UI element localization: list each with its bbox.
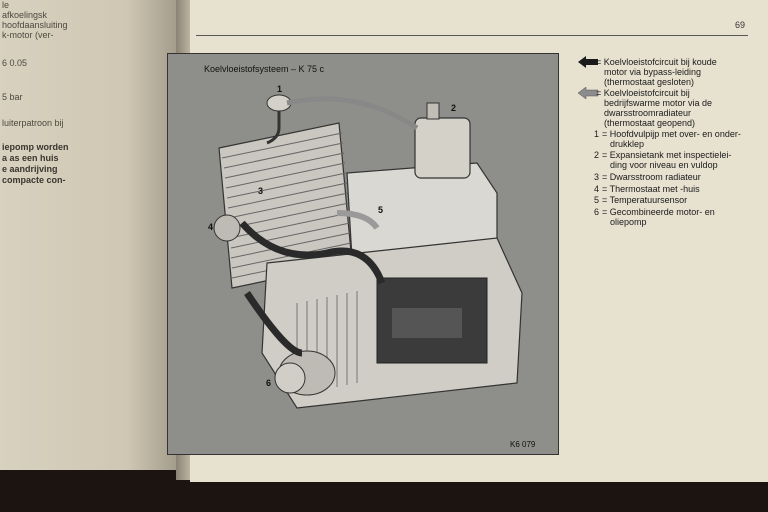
left-text-fragment: luiterpatroon bij (2, 118, 64, 128)
legend-line: = Koelvloeistofcircuit bij (596, 88, 690, 98)
pump-illustration (274, 362, 306, 394)
legend-line: (thermostaat geopend) (604, 118, 696, 128)
left-text-fragment: 5 bar (2, 92, 23, 102)
legend-line: ding voor niveau en vuldop (610, 160, 718, 170)
legend-line: = Dwarsstroom radiateur (602, 172, 701, 182)
left-text-fragment: a as een huis (2, 153, 59, 163)
legend-item-3: = Dwarsstroom radiateur (602, 172, 701, 182)
callout-5: 5 (378, 205, 384, 215)
page-number: 69 (735, 20, 746, 30)
legend-number: 5 (594, 195, 600, 205)
left-page: le afkoelingsk hoofdaansluiting k-motor … (0, 0, 182, 470)
legend-line: motor via bypass-leiding (604, 67, 702, 77)
legend-line: = Koelvloeistofcircuit bij koude (596, 57, 717, 67)
callout-1: 1 (277, 84, 283, 94)
callout-2: 2 (451, 103, 457, 113)
legend-item-6: = Gecombineerde motor- en oliepomp (602, 207, 715, 227)
legend-number: 1 (594, 129, 600, 139)
left-text-fragment: iepomp worden (2, 142, 69, 152)
legend-line: = Hoofdvulpijp met over- en onder- (602, 129, 741, 139)
legend-line: (thermostaat gesloten) (604, 77, 695, 87)
legend-line: dwarsstroomradiateur (604, 108, 692, 118)
legend-number: 6 (594, 207, 600, 217)
figure-title: Koelvloeistofsysteem – K 75 c (204, 64, 325, 74)
callout-6: 6 (266, 378, 272, 388)
coolant-hoses (239, 96, 419, 357)
legend-arrow-warm: = Koelvloeistofcircuit bij bedrijfswarme… (596, 88, 712, 128)
gray-arrow-icon (578, 87, 599, 99)
legend-line: oliepomp (610, 217, 647, 227)
legend-arrow-cold: = Koelvloeistofcircuit bij koude motor v… (596, 57, 717, 87)
legend-item-4: = Thermostaat met -huis (602, 184, 700, 194)
legend-line: drukklep (610, 139, 645, 149)
callout-3: 3 (258, 186, 264, 196)
legend-line: = Gecombineerde motor- en (602, 207, 715, 217)
callout-4: 4 (208, 222, 214, 232)
header-rule (196, 35, 748, 36)
left-text-fragment: k-motor (ver- (2, 30, 54, 40)
left-text-fragment: 6 0.05 (2, 58, 28, 68)
legend-line: = Temperatuursensor (602, 195, 688, 205)
thermostat-housing-illustration (213, 214, 241, 242)
left-text-fragment: hoofdaansluiting (2, 20, 68, 30)
left-text-fragment: e aandrijving (2, 164, 58, 174)
legend-item-5: = Temperatuursensor (602, 195, 687, 205)
left-text-fragment: afkoelingsk (2, 10, 48, 20)
engine-diagram (213, 94, 523, 409)
left-text-fragment: le (2, 0, 10, 10)
figure-code: K6 079 (510, 440, 536, 449)
legend-number: 4 (594, 184, 600, 194)
filler-neck-illustration (266, 94, 292, 145)
legend-number: 2 (594, 150, 600, 160)
legend-item-1: = Hoofdvulpijp met over- en onder- drukk… (602, 129, 741, 149)
legend-line: = Expansietank met inspectielei- (602, 150, 732, 160)
black-arrow-icon (578, 56, 598, 68)
legend-line: bedrijfswarme motor via de (604, 98, 713, 108)
legend-item-2: = Expansietank met inspectielei- ding vo… (602, 150, 731, 170)
legend-number: 3 (594, 172, 600, 182)
expansion-tank-illustration (414, 102, 471, 179)
legend-line: = Thermostaat met -huis (602, 184, 700, 194)
left-text-fragment: compacte con- (2, 175, 66, 185)
